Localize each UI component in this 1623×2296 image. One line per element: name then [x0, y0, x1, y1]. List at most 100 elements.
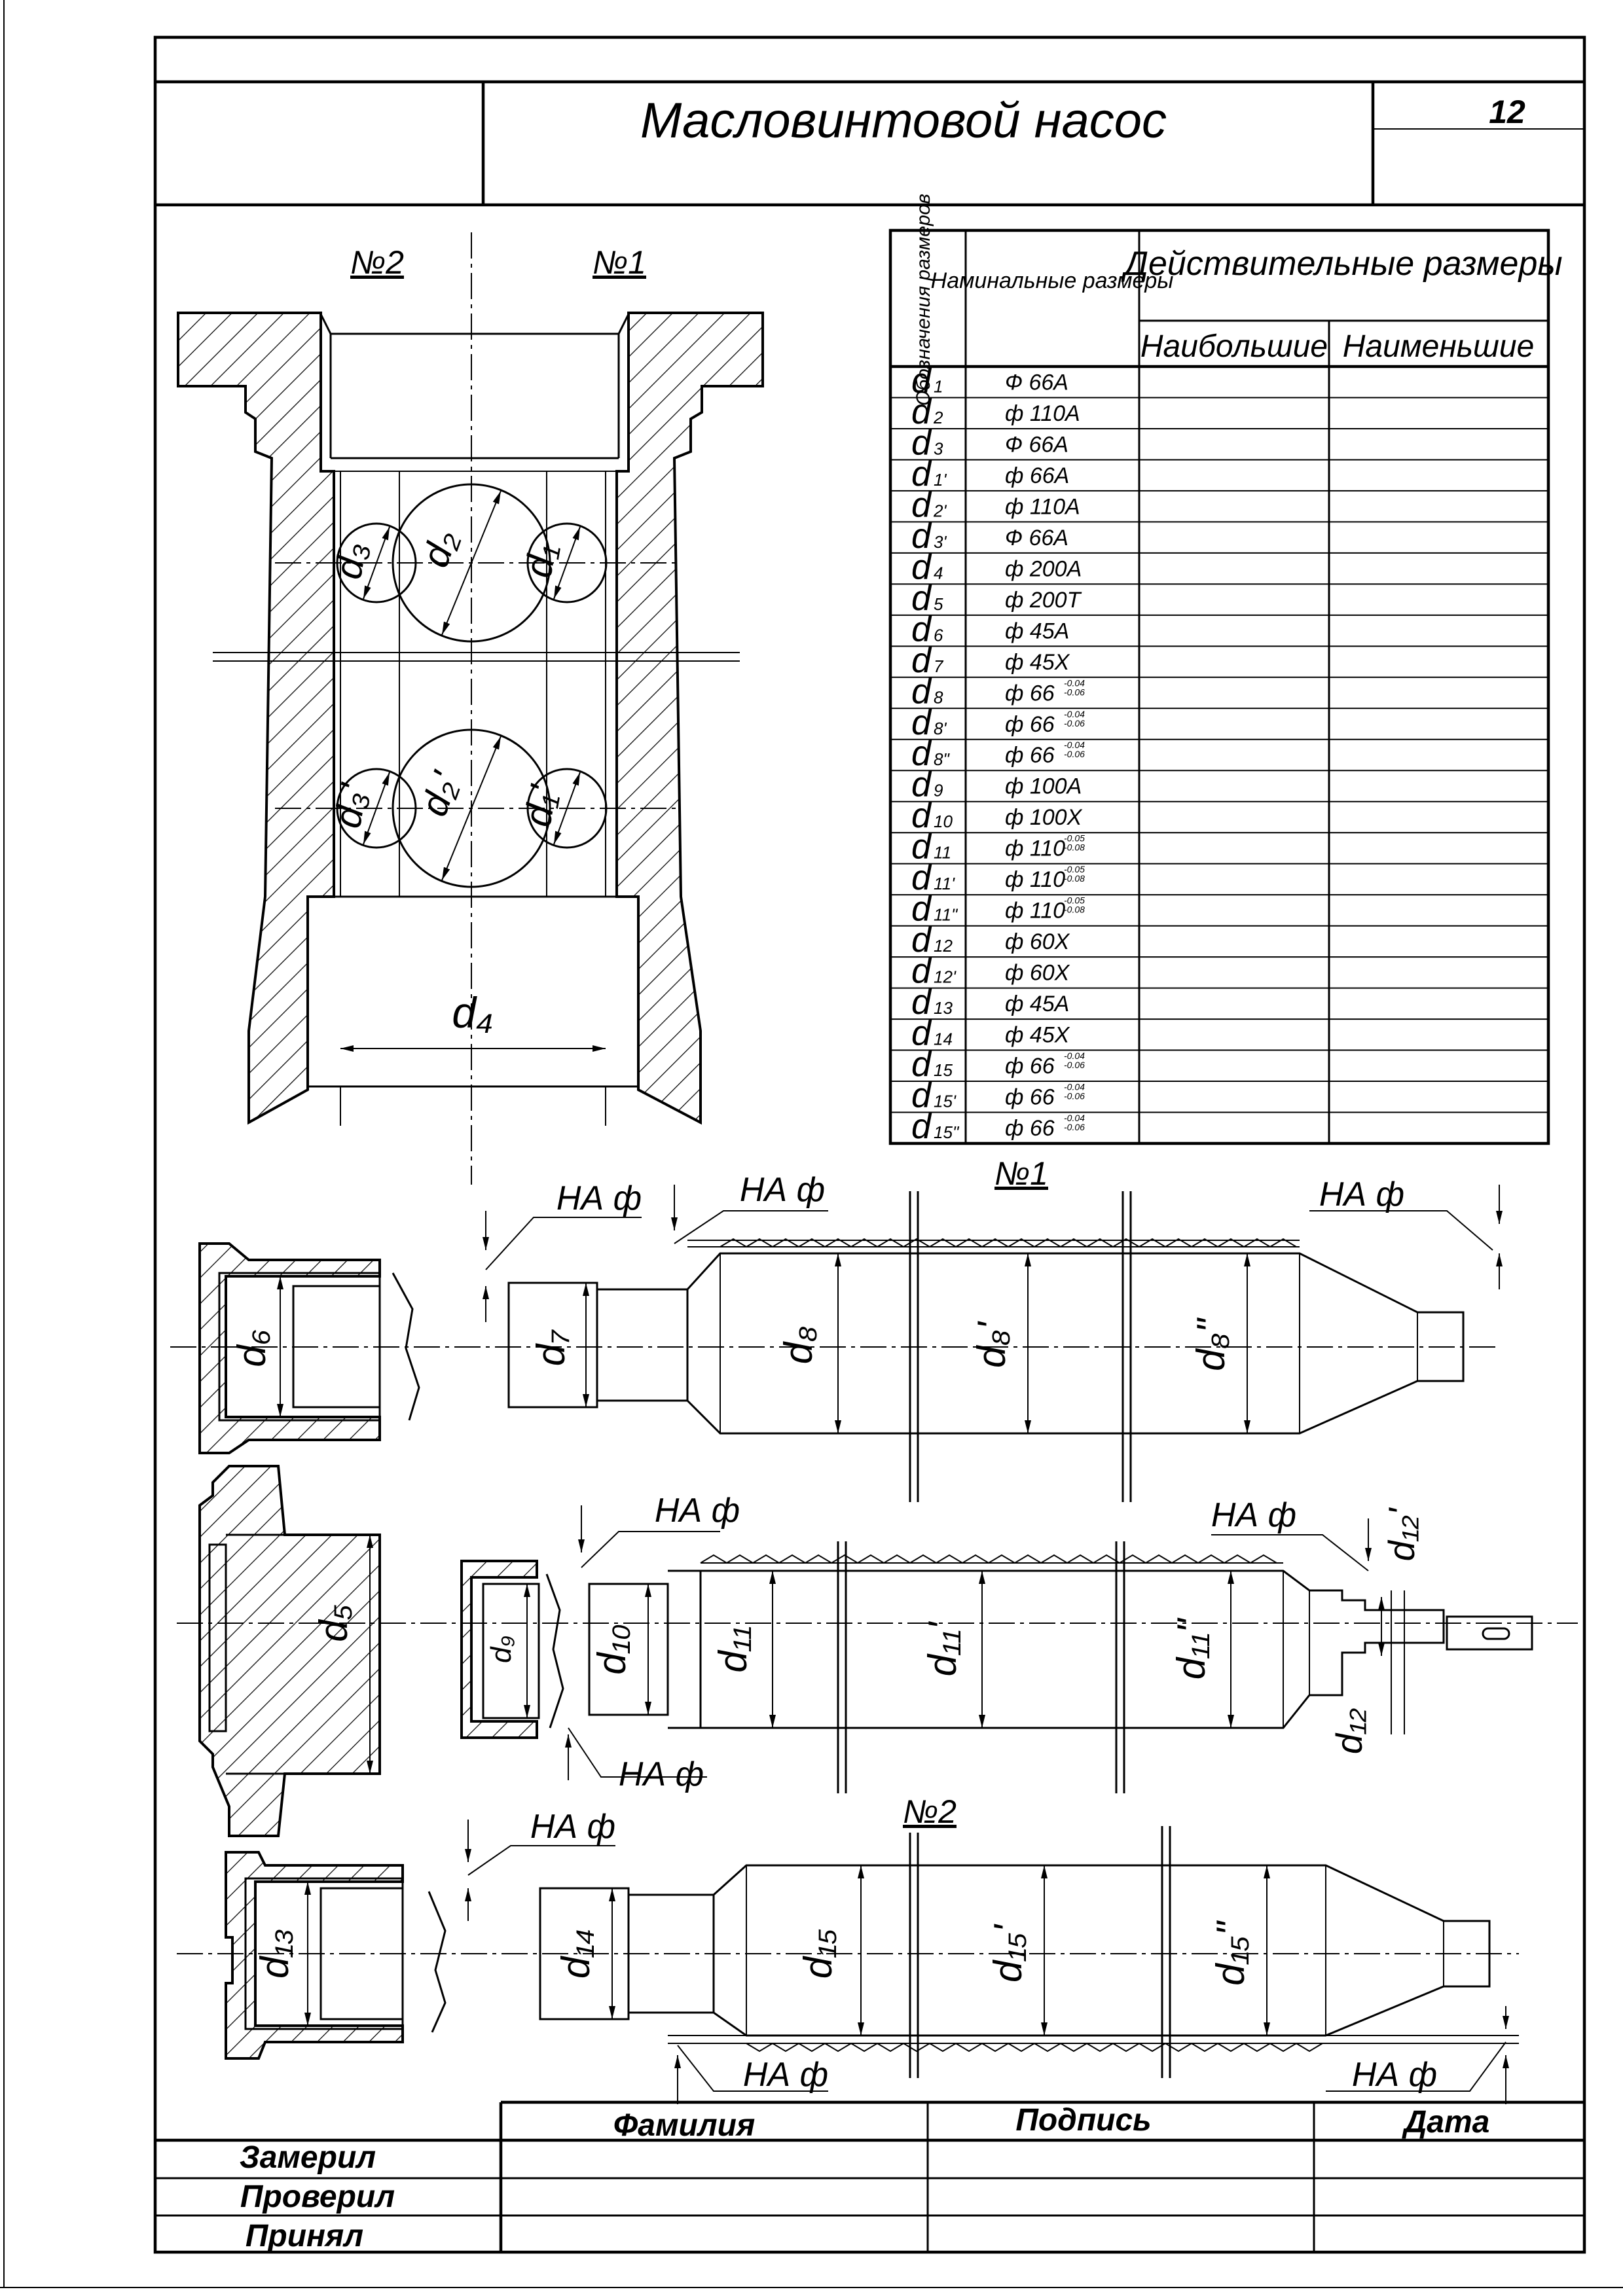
table-row-tolerance-lower: -0.06 [1064, 687, 1085, 697]
housing-wall-left [177, 312, 335, 1125]
table-row-nominal: Ф 66А [1005, 432, 1068, 457]
dim-d7: d₇ [529, 1329, 573, 1366]
thread-zigzag-1 [720, 1238, 1297, 1248]
table-row-tolerance-lower: -0.08 [1064, 905, 1085, 915]
table-row-nominal: ф 45А [1005, 619, 1069, 643]
dim-d8: d₈ [776, 1326, 820, 1365]
dim-d10: d₁₀ [590, 1624, 634, 1675]
table-row-nominal: ф 110 [1005, 899, 1065, 924]
table-row-nominal: ф 60Х [1005, 929, 1070, 954]
table-row-nominal: ф 110А [1005, 494, 1080, 519]
table-row-nominal: ф 110А [1005, 401, 1080, 426]
table-row-tolerance-upper: -0.04 [1064, 709, 1085, 719]
dim-d4: d₄ [452, 988, 493, 1037]
dim-d15-dprime: d₁₅" [1209, 1920, 1252, 1985]
table-row-nominal: ф 100Х [1005, 805, 1083, 830]
table-row-nominal: ф 110 [1005, 867, 1065, 892]
row-checked: Проверил [240, 2179, 395, 2214]
dim-d2-prime: d₂' [412, 766, 467, 822]
label-ha-4: НА ф [655, 1492, 740, 1530]
table-header-designation: Обозначения размеров [913, 194, 934, 406]
drawing-title: Масловинтовой насос [640, 93, 1167, 149]
table-row-tolerance-lower: -0.08 [1064, 873, 1085, 884]
table-row-nominal: ф 66А [1005, 463, 1069, 488]
dim-d9: d₉ [485, 1636, 517, 1663]
table-row-tolerance-upper: -0.04 [1064, 740, 1085, 750]
table-row-tolerance-lower: -0.06 [1064, 1060, 1085, 1070]
row-measured: Замерил [240, 2140, 376, 2175]
dim-d11: d₁₁ [711, 1626, 755, 1672]
table-header-largest: Наибольшие [1140, 329, 1328, 364]
col-date: Дата [1402, 2105, 1490, 2140]
dim-d6: d₆ [230, 1329, 274, 1367]
table-row-nominal: ф 200А [1005, 556, 1082, 581]
dim-d3: d₃ [327, 539, 375, 583]
shaft-assembly-3: d₁₃ d₁₄ d₁₅ d₁₅' d₁₅" №2 НА ф НА ф НА [177, 1793, 1519, 2104]
sheet-number: 12 [1489, 94, 1525, 130]
table-row-nominal: ф 110 [1005, 836, 1065, 861]
table-row-nominal: ф 45А [1005, 992, 1069, 1016]
table-row-nominal: ф 66 [1005, 743, 1055, 768]
dim-d1: d₁ [517, 541, 564, 581]
table-row-nominal: ф 60Х [1005, 961, 1070, 986]
table-row-tolerance-lower: -0.06 [1064, 749, 1085, 759]
bushing-3-hatch [225, 1851, 404, 2060]
row-accepted: Принял [246, 2219, 363, 2253]
table-row-tolerance-lower: -0.06 [1064, 718, 1085, 728]
table-row-nominal: ф 66 [1005, 712, 1055, 737]
dim-d14: d₁₄ [554, 1929, 598, 1979]
label-no1-shaft: №1 [994, 1155, 1048, 1192]
dim-d11-dprime: d₁₁" [1169, 1617, 1213, 1679]
signature-block: Фамилия Подпись Дата Замерил Проверил Пр… [155, 2100, 1584, 2253]
table-row-nominal: ф 66 [1005, 1085, 1055, 1110]
dim-d13: d₁₃ [253, 1929, 297, 1979]
dim-d12: d₁₂ [1328, 1708, 1370, 1754]
title-block: Масловинтовой насос 12 [155, 80, 1584, 207]
label-ha-8: НА ф [743, 2056, 828, 2094]
table-row-nominal: ф 45Х [1005, 1023, 1070, 1048]
table-row-nominal: ф 66 [1005, 1116, 1055, 1141]
dim-d3-prime: d₃' [326, 780, 376, 831]
dim-d8-prime: d₈' [970, 1320, 1013, 1368]
shaft-assembly-1: d₆ d₇ d₈ d₈' d₈" №1 НА ф НА ф [170, 1155, 1503, 1502]
label-ha-7: НА ф [530, 1808, 615, 1846]
table-row-nominal: Ф 66А [1005, 526, 1068, 550]
housing-wall-right [615, 312, 764, 1125]
col-surname: Фамилия [613, 2108, 755, 2143]
bushing-9-hatch [460, 1560, 538, 1739]
thread-zigzag-2 [700, 1554, 1277, 1564]
label-ha-9: НА ф [1352, 2056, 1437, 2094]
dim-d11-prime: d₁₁' [921, 1621, 964, 1676]
dim-d2: d₂ [414, 525, 466, 573]
table-header-actual: Действительные размеры [1121, 245, 1562, 283]
table-row-tolerance-upper: -0.04 [1064, 1082, 1085, 1092]
dim-d15-prime: d₁₅' [986, 1924, 1030, 1982]
label-ha-2: НА ф [740, 1171, 825, 1209]
table-row-nominal: ф 100А [1005, 774, 1082, 799]
table-header-smallest: Наименьшие [1343, 329, 1535, 364]
dim-d1-prime: d₁' [516, 781, 565, 830]
table-row-tolerance-lower: -0.08 [1064, 842, 1085, 853]
label-no2-top: №2 [350, 244, 404, 281]
